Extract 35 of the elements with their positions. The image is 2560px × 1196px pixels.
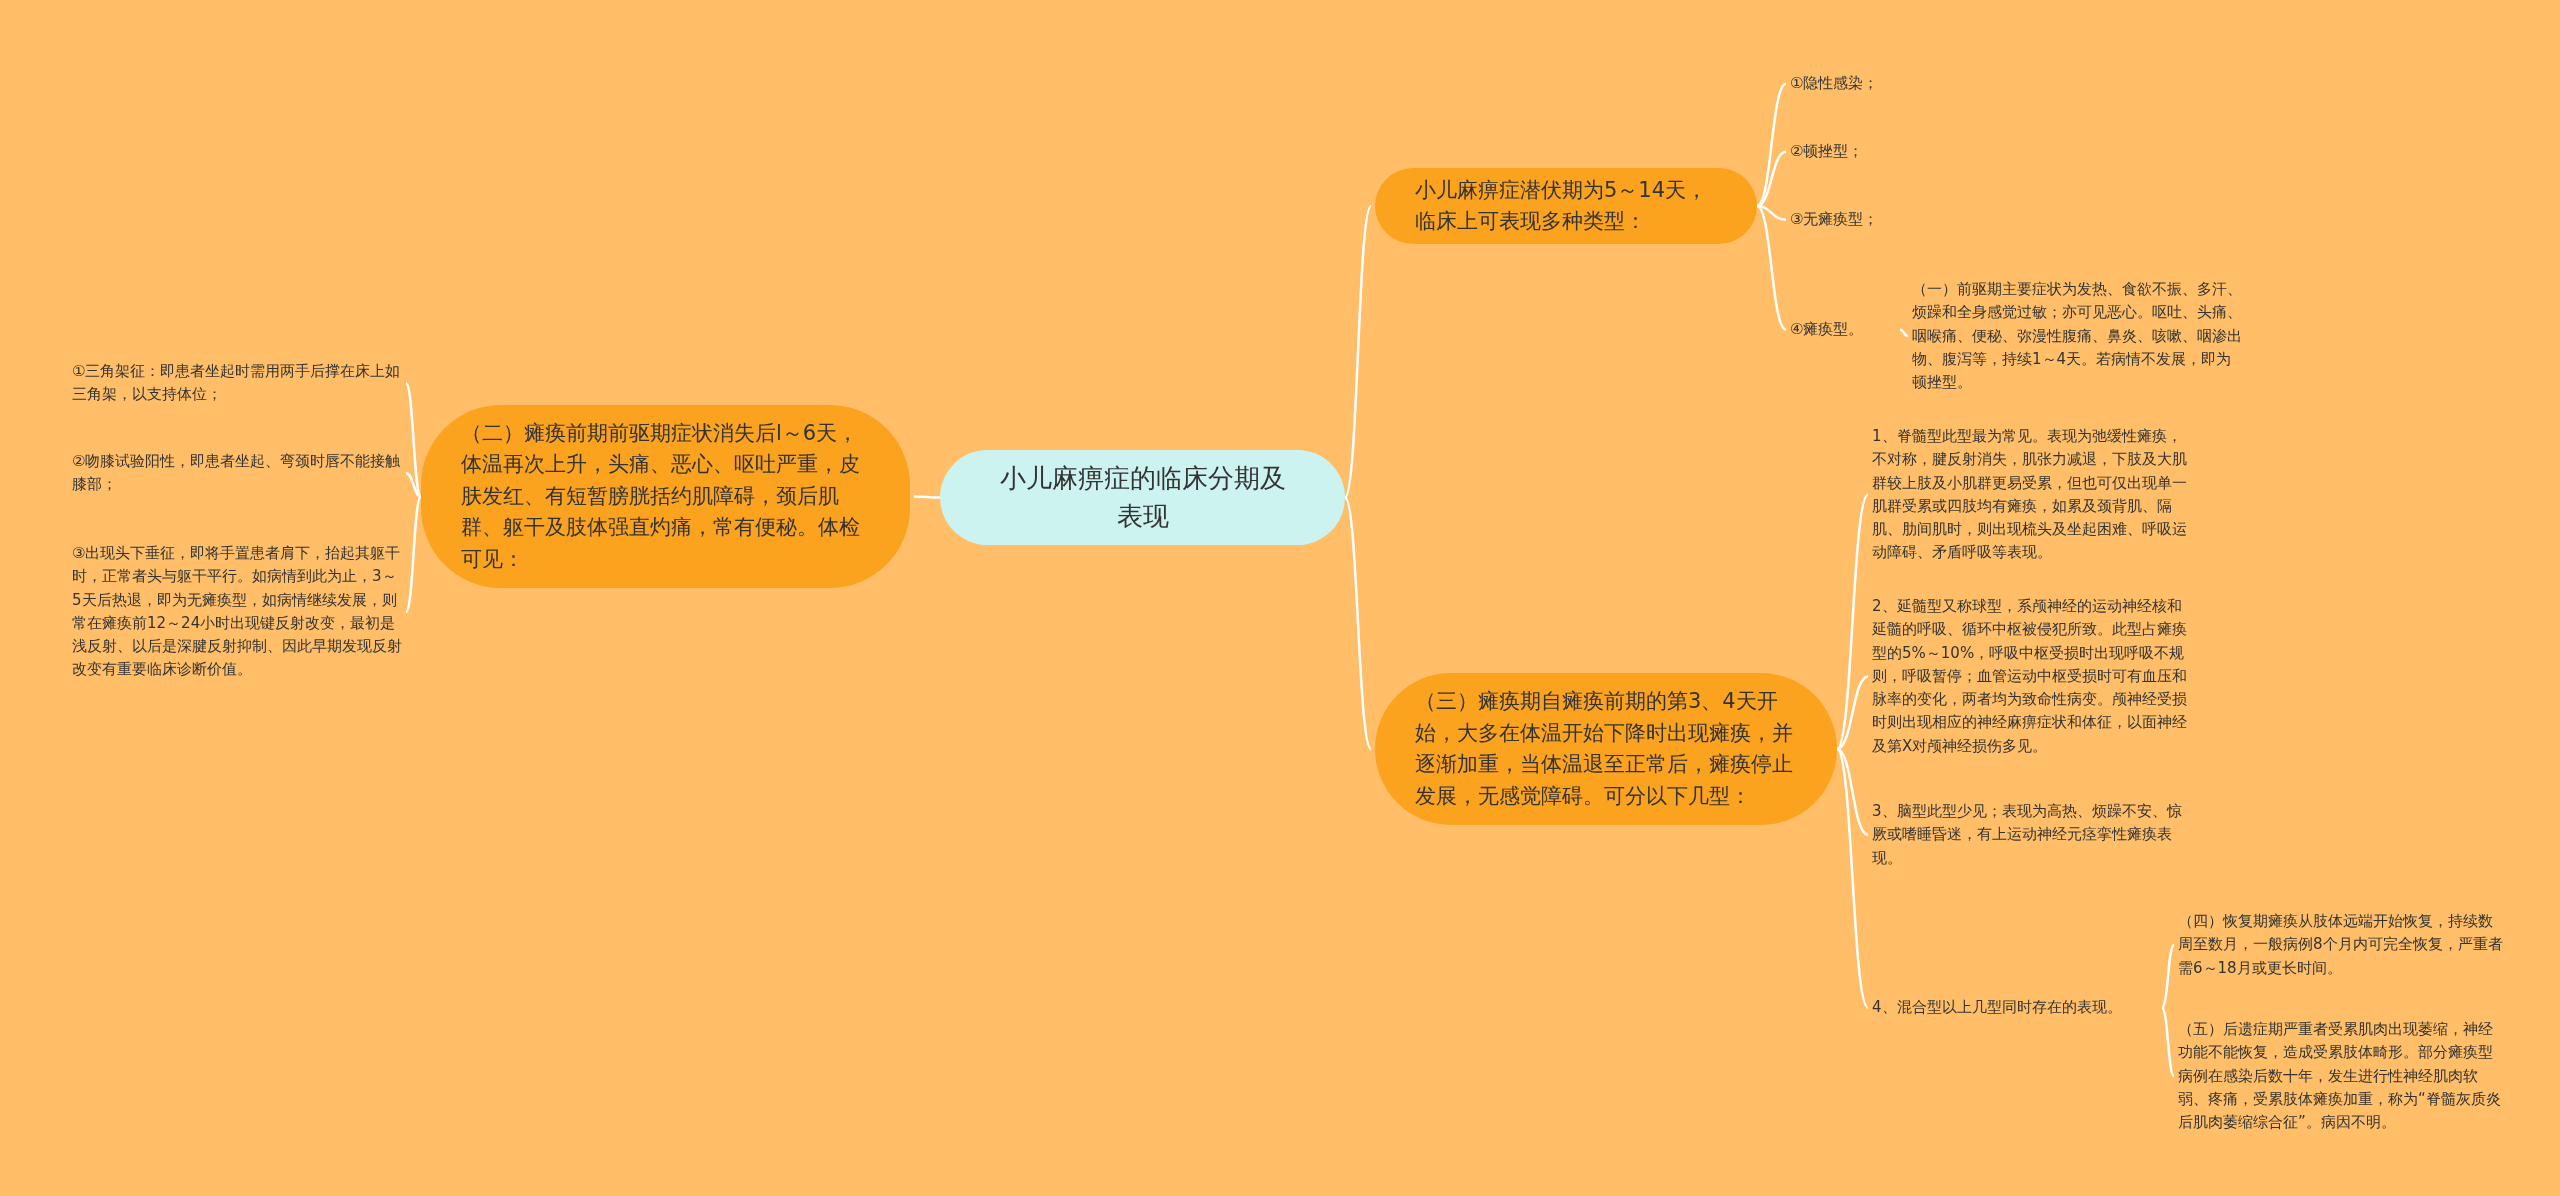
connector-line [2161, 1006, 2175, 1077]
connector-line [1836, 675, 1869, 751]
branch-topic: 小儿麻痹症潜伏期为5～14天，临床上可表现多种类型： [1375, 168, 1757, 244]
leaf-text: （四）恢复期瘫痪从肢体远端开始恢复，持续数周至数月，一般病例8个月内可完全恢复，严重者需6～18月或更长时间。 [2178, 910, 2503, 980]
leaf-text: ③无瘫痪型； [1790, 208, 1990, 232]
connector-line [914, 495, 940, 499]
connector-line [1899, 328, 1909, 338]
leaf-text: ②吻膝试验阳性，即患者坐起、弯颈时唇不能接触膝部； [72, 450, 402, 497]
connector-line [1835, 748, 1870, 1009]
leaf-text: 1、脊髓型此型最为常见。表现为弛缓性瘫痪，不对称，腱反射消失，肌张力减退，下肢及大肌群较上肢及小肌群更易受累，但也可仅出现单一肌群受累或四肢均有瘫痪，如累及颈背肌、隔肌、肋间肌时，则出现梳头及坐起困难、呼吸运动障碍、矛盾呼吸等表现。 [1872, 425, 2192, 565]
central-topic: 小儿麻痹症的临床分期及表现 [940, 450, 1345, 545]
branch-topic: （二）瘫痪前期前驱期症状消失后l～6天，体温再次上升，头痛、恶心、呕吐严重，皮肤发红、有短暂膀胱括约肌障碍，颈后肌群、躯干及肢体强直灼痛，常有便秘。体检可见： [421, 405, 910, 588]
branch-topic: （三）瘫痪期自瘫痪前期的第3、4天开始，大多在体温开始下降时出现瘫痪，并逐渐加重，当体温退至正常后，瘫痪停止发展，无感觉障碍。可分以下几型： [1375, 673, 1837, 825]
connector-line [2161, 944, 2175, 1009]
connector-line [405, 495, 422, 613]
connector-line [405, 382, 422, 498]
connector-line [1343, 205, 1373, 499]
leaf-text: ③出现头下垂征，即将手置患者肩下，抬起其躯干时，正常者头与躯干平行。如病情到此为止，3～5天后热退，即为无瘫痪型，如病情继续发展，则常在瘫痪前12～24小时出现键反射改变，最初是浅反射、以后是深腱反射抑制、因此早期发现反射改变有重要临床诊断价值。 [72, 542, 402, 682]
leaf-text: 3、脑型此型少见；表现为高热、烦躁不安、惊厥或嗜睡昏迷，有上运动神经元痉挛性瘫痪表现。 [1872, 800, 2192, 870]
connector-line [405, 472, 422, 498]
leaf-text: 2、延髓型又称球型，系颅神经的运动神经核和延髓的呼吸、循环中枢被侵犯所致。此型占瘫痪型的5%～10%，呼吸中枢受损时出现呼吸不规则，呼吸暂停；血管运动中枢受损时可有血压和脉率的变化，两者均为致命性病变。颅神经受损时则出现相应的神经麻痹症状和体征，以面神经及第X对颅神经损伤多见。 [1872, 595, 2192, 758]
connector-line [1756, 150, 1787, 208]
leaf-text: （五）后遗症期严重者受累肌肉出现萎缩，神经功能不能恢复，造成受累肢体畸形。部分瘫痪型病例在感染后数十年，发生进行性神经肌肉软弱、疼痛，受累肢体瘫痪加重，称为“脊髓灰质炎后肌肉萎缩综合征”。病因不明。 [2178, 1018, 2503, 1135]
leaf-text: ④瘫痪型。 [1790, 318, 1900, 342]
leaf-text: 4、混合型以上几型同时存在的表现。 [1872, 996, 2162, 1020]
connector-line [1756, 82, 1787, 207]
leaf-text: ①三角架征：即患者坐起时需用两手后撑在床上如三角架，以支持体位； [72, 360, 402, 407]
connector-line [1836, 747, 1869, 836]
connector-line [1756, 205, 1787, 331]
connector-line [1756, 204, 1787, 221]
leaf-text: ①隐性感染； [1790, 72, 1990, 96]
connector-line [1343, 496, 1373, 750]
leaf-text: （一）前驱期主要症状为发热、食欲不振、多汗、烦躁和全身感觉过敏；亦可见恶心。呕吐、头痛、咽喉痛、便秘、弥漫性腹痛、鼻炎、咳嗽、咽渗出物、腹泻等，持续1～4天。若病情不发展，即为顿挫型。 [1912, 278, 2242, 395]
connector-line [1836, 494, 1869, 750]
leaf-text: ②顿挫型； [1790, 140, 1990, 164]
